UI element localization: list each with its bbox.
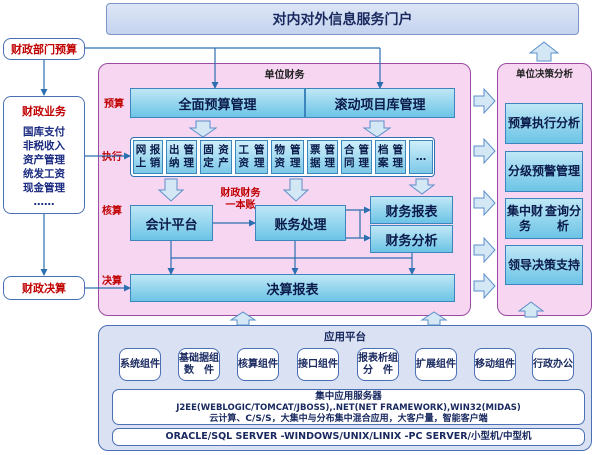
infrastructure-bar[interactable]: ORACLE/SQL SERVER -WINDOWS/UNIX/LINIX -P… <box>112 428 585 446</box>
business-item: 资产管理 <box>23 154 65 166</box>
finance-business-box[interactable]: 财政业务 国库支付 非税收入 资产管理 统发工资 现金管理 …… <box>3 96 85 214</box>
business-item: …… <box>33 196 55 208</box>
block-arrow <box>420 311 448 326</box>
connector-lines <box>40 47 416 292</box>
business-item: 统发工资 <box>23 168 65 180</box>
block-arrow <box>473 236 496 264</box>
block-arrow <box>408 178 436 195</box>
block-arrows-down <box>157 120 436 202</box>
one-ledger-note: 财政财务一本账 <box>220 188 261 211</box>
comp-system[interactable]: 系统组件 <box>119 348 161 381</box>
finance-final-box[interactable]: 财政决算 <box>3 276 85 300</box>
comp-accounting[interactable]: 核算组件 <box>237 348 279 381</box>
info-portal[interactable]: 对内对外信息服务门户 <box>106 3 579 35</box>
exec-item-fixed-assets[interactable]: 固定资产 <box>200 140 232 174</box>
accounting-platform-box[interactable]: 会计平台 <box>130 205 213 241</box>
exec-item-salary[interactable]: 工资管理 <box>235 140 268 174</box>
decision-item-warning[interactable]: 分级预警管理 <box>505 151 583 192</box>
block-arrow <box>473 272 496 300</box>
comp-basic-data[interactable]: 基础数据组件 <box>178 348 220 381</box>
block-arrow <box>473 189 496 217</box>
app-platform-title: 应用平台 <box>324 331 366 343</box>
label-budget: 预算 <box>104 99 124 110</box>
decision-analysis-title: 单位决策分析 <box>515 69 573 80</box>
label-exec: 执行 <box>102 152 122 163</box>
label-final: 决算 <box>102 276 122 287</box>
fin-report-box[interactable]: 财务报表 <box>370 196 453 224</box>
decision-item-leader[interactable]: 领导决策支持 <box>505 245 583 285</box>
exec-item-materials[interactable]: 物资管理 <box>271 140 304 174</box>
block-arrow <box>362 120 392 138</box>
ledger-processing-box[interactable]: 账务处理 <box>255 205 346 241</box>
app-server-line2: 云计算、C/S/S，大集中与分布集中混合应用，大客户量，智能客户端 <box>209 414 488 424</box>
business-item: 国库支付 <box>23 126 65 138</box>
comp-mobile[interactable]: 移动组件 <box>474 348 516 381</box>
project-lib-box[interactable]: 滚动项目库管理 <box>305 88 455 118</box>
app-server-title: 集中应用服务器 <box>315 391 382 402</box>
decision-item-query[interactable]: 集中财务查询分析 <box>505 198 583 239</box>
block-arrow <box>517 301 545 318</box>
exec-item-contract[interactable]: 合同管理 <box>341 140 372 174</box>
comp-office[interactable]: 行政办公 <box>532 348 574 381</box>
block-arrow <box>229 311 257 326</box>
comp-extension[interactable]: 扩展组件 <box>415 348 457 381</box>
label-accounting: 核算 <box>102 206 122 217</box>
app-server-box[interactable]: 集中应用服务器 J2EE(WEBLOGIC/TOMCAT/JBOSS),.NET… <box>112 389 585 425</box>
block-arrow <box>157 178 185 202</box>
block-arrow <box>528 41 560 62</box>
block-arrow <box>473 87 496 115</box>
exec-item-cashier[interactable]: 出纳管理 <box>166 140 197 174</box>
business-item: 现金管理 <box>23 182 65 194</box>
block-arrows-up <box>229 41 560 326</box>
exec-item-bills[interactable]: 票据管理 <box>307 140 338 174</box>
app-server-line1: J2EE(WEBLOGIC/TOMCAT/JBOSS),.NET(NET FRA… <box>176 402 521 413</box>
exec-item-more[interactable]: … <box>409 140 433 174</box>
comp-interface[interactable]: 接口组件 <box>297 348 339 381</box>
block-arrow <box>473 137 496 165</box>
budget-mgmt-box[interactable]: 全面预算管理 <box>130 88 305 118</box>
business-item: 非税收入 <box>23 140 65 152</box>
finance-business-title: 财政业务 <box>22 105 66 118</box>
fin-analysis-box[interactable]: 财务分析 <box>370 225 453 253</box>
unit-finance-title: 单位财务 <box>264 70 305 81</box>
comp-report-analysis[interactable]: 报表分析组件 <box>357 348 399 381</box>
exec-item-archive[interactable]: 档案管理 <box>375 140 406 174</box>
decision-item-budget-exec[interactable]: 预算执行分析 <box>505 103 583 144</box>
dept-budget-box[interactable]: 财政部门预算 <box>3 38 85 60</box>
block-arrow <box>282 178 310 202</box>
block-arrows-right <box>473 87 496 300</box>
block-arrow <box>188 120 218 138</box>
exec-item-reimburse[interactable]: 网上报销 <box>133 140 163 174</box>
